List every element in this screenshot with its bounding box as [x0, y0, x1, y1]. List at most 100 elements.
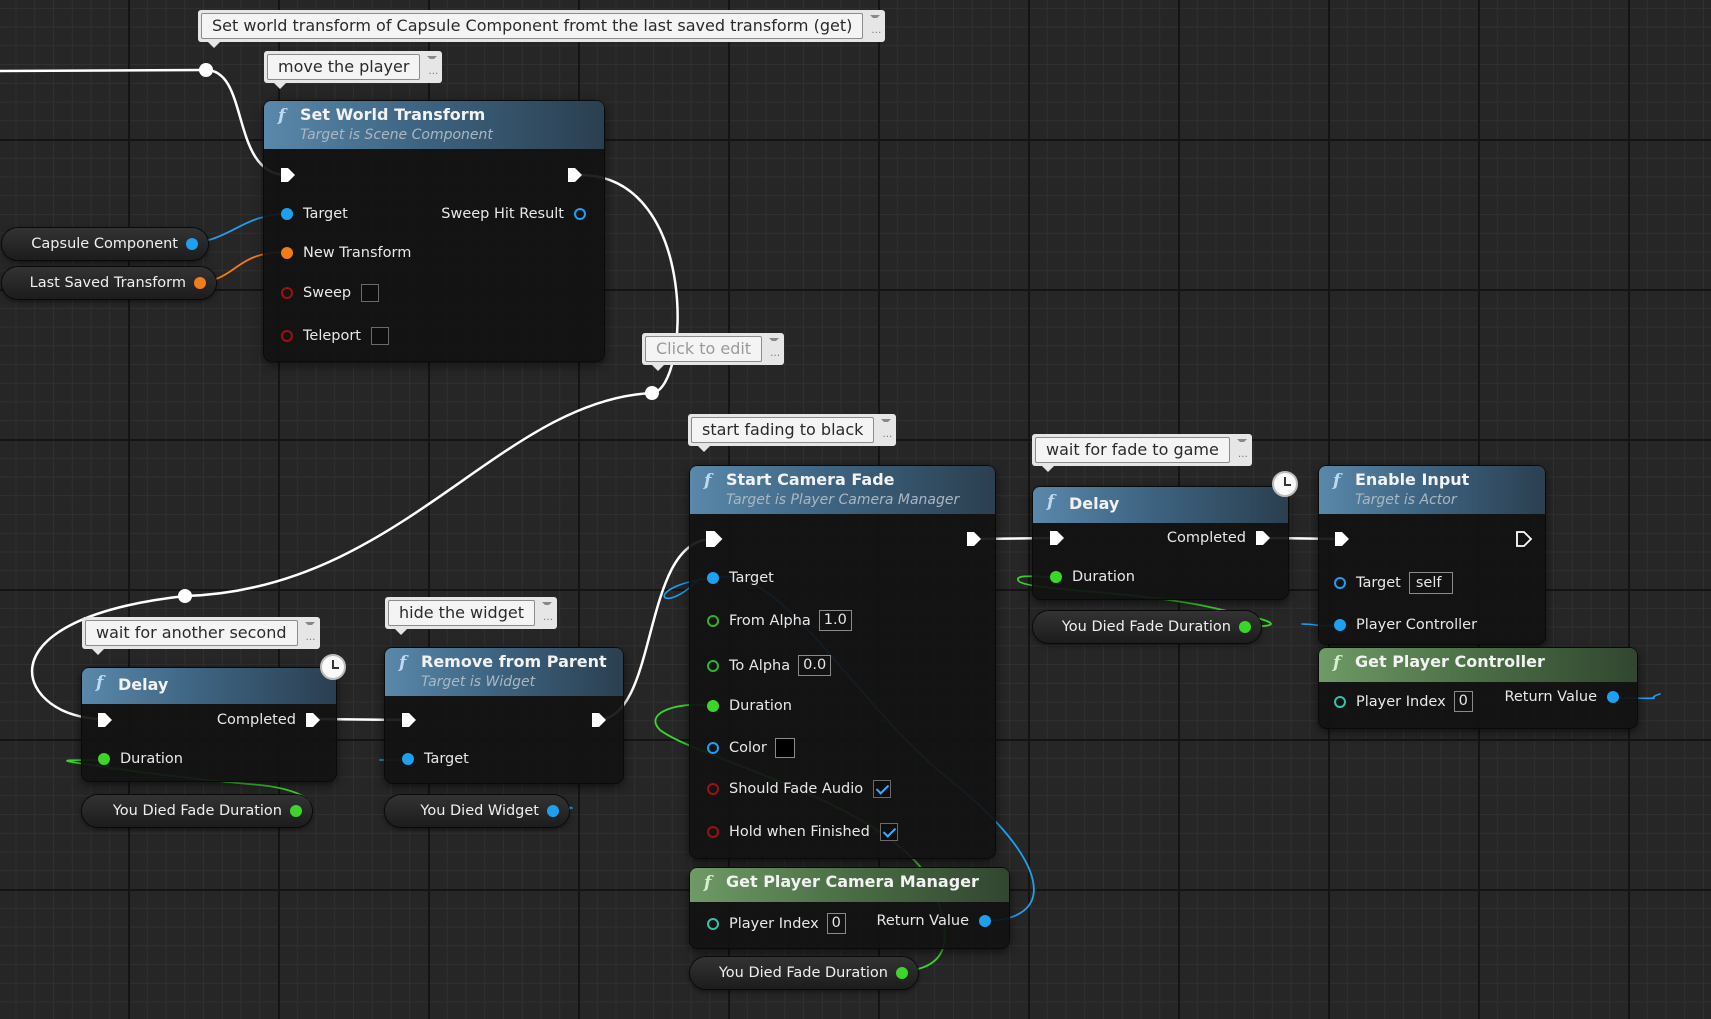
get-player-camera-manager-node[interactable]: f Get Player Camera Manager Player Index… [690, 868, 1009, 948]
comment-move-player[interactable]: move the player … [264, 51, 443, 89]
player-index-input[interactable]: 0 [826, 913, 846, 934]
player-controller-pin[interactable]: Player Controller [1334, 617, 1477, 633]
float-pin-icon[interactable] [290, 805, 302, 817]
comment-text[interactable]: wait for another second [85, 620, 298, 646]
float-pin-icon[interactable] [1050, 571, 1062, 583]
node-header[interactable]: f Delay [1033, 487, 1288, 523]
struct-pin-icon[interactable] [707, 742, 719, 754]
node-header[interactable]: f Delay [82, 668, 336, 704]
float-pin-icon[interactable] [707, 614, 719, 627]
pin-comment-icon[interactable]: … [879, 417, 893, 443]
should-fade-audio-checkbox[interactable] [873, 780, 892, 798]
object-pin-icon[interactable] [1607, 691, 1619, 703]
node-header[interactable]: f Remove from Parent Target is Widget [385, 648, 623, 696]
last-saved-transform-getter[interactable]: Last Saved Transform [2, 267, 216, 299]
should-fade-audio-pin[interactable]: Should Fade Audio [707, 780, 892, 798]
reroute-node[interactable] [199, 63, 213, 77]
return-value-pin[interactable]: Return Value [1504, 689, 1619, 705]
comment-text[interactable]: move the player [267, 54, 421, 80]
you-died-widget-getter[interactable]: You Died Widget [385, 795, 569, 827]
duration-pin[interactable]: Duration [98, 751, 183, 767]
comment-start-fading[interactable]: start fading to black … [688, 414, 897, 452]
comment-set-transform[interactable]: Set world transform of Capsule Component… [198, 10, 886, 48]
object-pin-icon[interactable] [979, 915, 991, 927]
comment-click-to-edit[interactable]: Click to edit … [642, 333, 785, 371]
target-self-field[interactable]: self [1408, 572, 1453, 594]
from-alpha-input[interactable]: 1.0 [818, 610, 852, 631]
you-died-fade-duration-getter[interactable]: You Died Fade Duration [690, 957, 918, 989]
reroute-node[interactable] [645, 386, 659, 400]
color-pin[interactable]: Color [707, 738, 795, 758]
comment-text[interactable]: Click to edit [645, 336, 763, 362]
hold-when-finished-checkbox[interactable] [879, 823, 898, 841]
target-pin[interactable]: Target [281, 206, 348, 222]
int-pin-icon[interactable] [1334, 695, 1346, 708]
comment-hide-widget[interactable]: hide the widget … [385, 597, 557, 635]
object-pin-icon[interactable] [1334, 577, 1346, 589]
you-died-fade-duration-getter[interactable]: You Died Fade Duration [1033, 611, 1261, 643]
sweep-pin[interactable]: Sweep [281, 284, 380, 302]
target-pin[interactable]: Target [707, 570, 774, 586]
delay-node-right[interactable]: f Delay Completed Duration [1033, 487, 1288, 599]
teleport-checkbox[interactable] [371, 327, 389, 345]
comment-text[interactable]: Set world transform of Capsule Component… [201, 13, 864, 39]
object-pin-icon[interactable] [547, 805, 559, 817]
object-pin-icon[interactable] [1334, 619, 1346, 631]
pin-comment-icon[interactable]: … [868, 13, 882, 39]
bool-pin-icon[interactable] [281, 287, 293, 299]
set-world-transform-node[interactable]: f Set World Transform Target is Scene Co… [264, 101, 604, 361]
player-index-input[interactable]: 0 [1453, 691, 1473, 712]
transform-pin-icon[interactable] [281, 247, 293, 259]
start-camera-fade-node[interactable]: f Start Camera Fade Target is Player Cam… [690, 466, 995, 858]
comment-text[interactable]: hide the widget [388, 600, 535, 626]
bool-pin-icon[interactable] [707, 826, 719, 838]
pin-comment-icon[interactable]: … [303, 620, 317, 646]
bool-pin-icon[interactable] [707, 783, 719, 795]
color-swatch[interactable] [774, 738, 795, 758]
object-pin-icon[interactable] [402, 753, 414, 765]
node-header[interactable]: f Start Camera Fade Target is Player Cam… [690, 466, 995, 514]
pin-comment-icon[interactable]: … [425, 54, 439, 80]
return-value-pin[interactable]: Return Value [876, 913, 991, 929]
bool-pin-icon[interactable] [281, 330, 293, 342]
target-pin[interactable]: Target [402, 751, 469, 767]
comment-wait-second[interactable]: wait for another second … [82, 617, 320, 655]
float-pin-icon[interactable] [707, 659, 719, 672]
you-died-fade-duration-getter[interactable]: You Died Fade Duration [82, 795, 312, 827]
new-transform-pin[interactable]: New Transform [281, 245, 411, 261]
object-pin-icon[interactable] [707, 572, 719, 584]
to-alpha-input[interactable]: 0.0 [798, 655, 832, 676]
node-header[interactable]: f Get Player Camera Manager [690, 868, 1009, 902]
remove-from-parent-node[interactable]: f Remove from Parent Target is Widget Ta… [385, 648, 623, 783]
float-pin-icon[interactable] [1239, 621, 1251, 633]
object-pin-icon[interactable] [186, 238, 198, 250]
pin-comment-icon[interactable]: … [540, 600, 554, 626]
hold-when-finished-pin[interactable]: Hold when Finished [707, 823, 898, 841]
comment-text[interactable]: wait for fade to game [1035, 437, 1230, 463]
object-pin-icon[interactable] [281, 208, 293, 220]
float-pin-icon[interactable] [98, 753, 110, 765]
node-header[interactable]: f Set World Transform Target is Scene Co… [264, 101, 604, 149]
teleport-pin[interactable]: Teleport [281, 327, 389, 345]
duration-pin[interactable]: Duration [1050, 569, 1135, 585]
int-pin-icon[interactable] [707, 917, 719, 930]
comment-wait-fade[interactable]: wait for fade to game … [1032, 434, 1252, 472]
float-pin-icon[interactable] [896, 967, 908, 979]
duration-pin[interactable]: Duration [707, 698, 792, 714]
completed-pin[interactable]: Completed [217, 711, 320, 729]
node-header[interactable]: f Enable Input Target is Actor [1319, 466, 1545, 514]
pin-comment-icon[interactable]: … [1235, 437, 1249, 463]
reroute-node[interactable] [178, 589, 192, 603]
completed-pin[interactable]: Completed [1167, 529, 1270, 547]
comment-text[interactable]: start fading to black [691, 417, 875, 443]
node-header[interactable]: f Get Player Controller [1319, 648, 1637, 682]
capsule-component-getter[interactable]: Capsule Component [2, 228, 208, 260]
delay-node-left[interactable]: f Delay Completed Duration [82, 668, 336, 781]
sweep-checkbox[interactable] [361, 284, 380, 302]
